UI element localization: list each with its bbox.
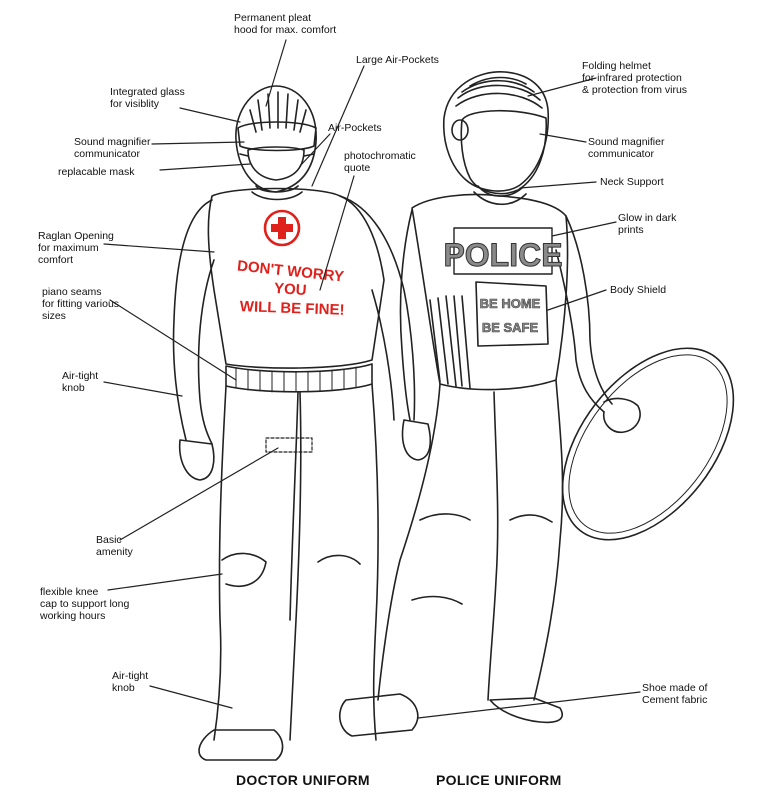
label-sound-magnifier-right: Sound magnifier communicator	[588, 136, 665, 160]
vest-stripes	[429, 295, 471, 389]
doctor-hood	[235, 85, 317, 193]
vest-title: POLICE	[443, 237, 562, 273]
doctor-neck	[251, 185, 303, 201]
doctor-torso	[207, 187, 385, 369]
doctor-left-arm	[172, 199, 215, 445]
doctor-mask	[247, 146, 305, 181]
label-raglan: Raglan Opening for maximum comfort	[38, 230, 114, 266]
label-replacable-mask: replacable mask	[58, 166, 135, 178]
label-airtight-top: Air-tight knob	[62, 370, 99, 394]
police-legs	[377, 379, 564, 701]
vest-panel	[475, 281, 549, 347]
doctor-pocket	[265, 437, 313, 453]
helmet-ridges	[455, 76, 543, 109]
doctor-caption: DOCTOR UNIFORM	[236, 772, 370, 788]
shirt-line-3: WILL BE FINE!	[240, 298, 345, 319]
label-photochromatic: photochromatic quote	[344, 150, 416, 174]
red-cross-icon	[263, 209, 301, 247]
label-flexible-knee: flexible knee cap to support long workin…	[40, 586, 130, 622]
leader-lines	[103, 39, 641, 719]
knee-caps	[221, 552, 361, 587]
label-large-air-pockets: Large Air-Pockets	[356, 54, 439, 66]
police-helmet	[442, 71, 550, 192]
label-shoe: Shoe made of Cement fabric	[642, 682, 708, 706]
label-neck-support: Neck Support	[600, 176, 664, 188]
label-airtight-bottom: Air-tight knob	[112, 670, 149, 694]
police-shield	[561, 347, 735, 541]
hood-pleats	[249, 91, 307, 133]
label-integrated-glass: Integrated glass for visiblity	[110, 86, 185, 110]
doctor-legs	[213, 383, 379, 741]
label-basic-amenity: Basic amenity	[96, 534, 133, 558]
doctor-right-arm	[339, 195, 416, 421]
label-glow-in-dark: Glow in dark prints	[618, 212, 677, 236]
label-piano-seams: piano seams for fitting various sizes	[42, 286, 120, 322]
doctor-left-shoe	[198, 729, 284, 761]
police-hand	[602, 397, 641, 434]
police-figure	[377, 71, 735, 724]
label-air-pockets: Air-Pockets	[328, 122, 382, 134]
shirt-line-2: YOU	[274, 280, 308, 299]
mask-strap	[239, 153, 315, 157]
police-caption: POLICE UNIFORM	[436, 772, 562, 788]
police-right-arm	[555, 215, 613, 413]
label-body-shield: Body Shield	[610, 284, 667, 296]
police-shoe	[489, 697, 564, 724]
police-left-arm	[399, 209, 413, 421]
police-badge-box	[453, 227, 553, 275]
vest-line-2: BE SAFE	[482, 320, 539, 335]
belt-ribs	[235, 366, 357, 393]
label-permanent-pleat: Permanent pleat hood for max. comfort	[234, 12, 337, 36]
vest-line-1: BE HOME	[480, 296, 541, 311]
doctor-right-shoe	[339, 693, 419, 737]
doctor-figure	[172, 85, 432, 761]
label-folding-helmet: Folding helmet for infrared protection &…	[582, 60, 688, 96]
police-visor	[460, 109, 548, 195]
police-vest	[411, 193, 569, 391]
shield-inner	[568, 354, 728, 534]
police-sound-magnifier	[451, 119, 469, 141]
label-sound-magnifier-left: Sound magnifier communicator	[74, 136, 151, 160]
police-leg-folds	[411, 513, 553, 605]
doctor-left-glove	[178, 439, 215, 481]
doctor-right-glove	[401, 419, 432, 461]
